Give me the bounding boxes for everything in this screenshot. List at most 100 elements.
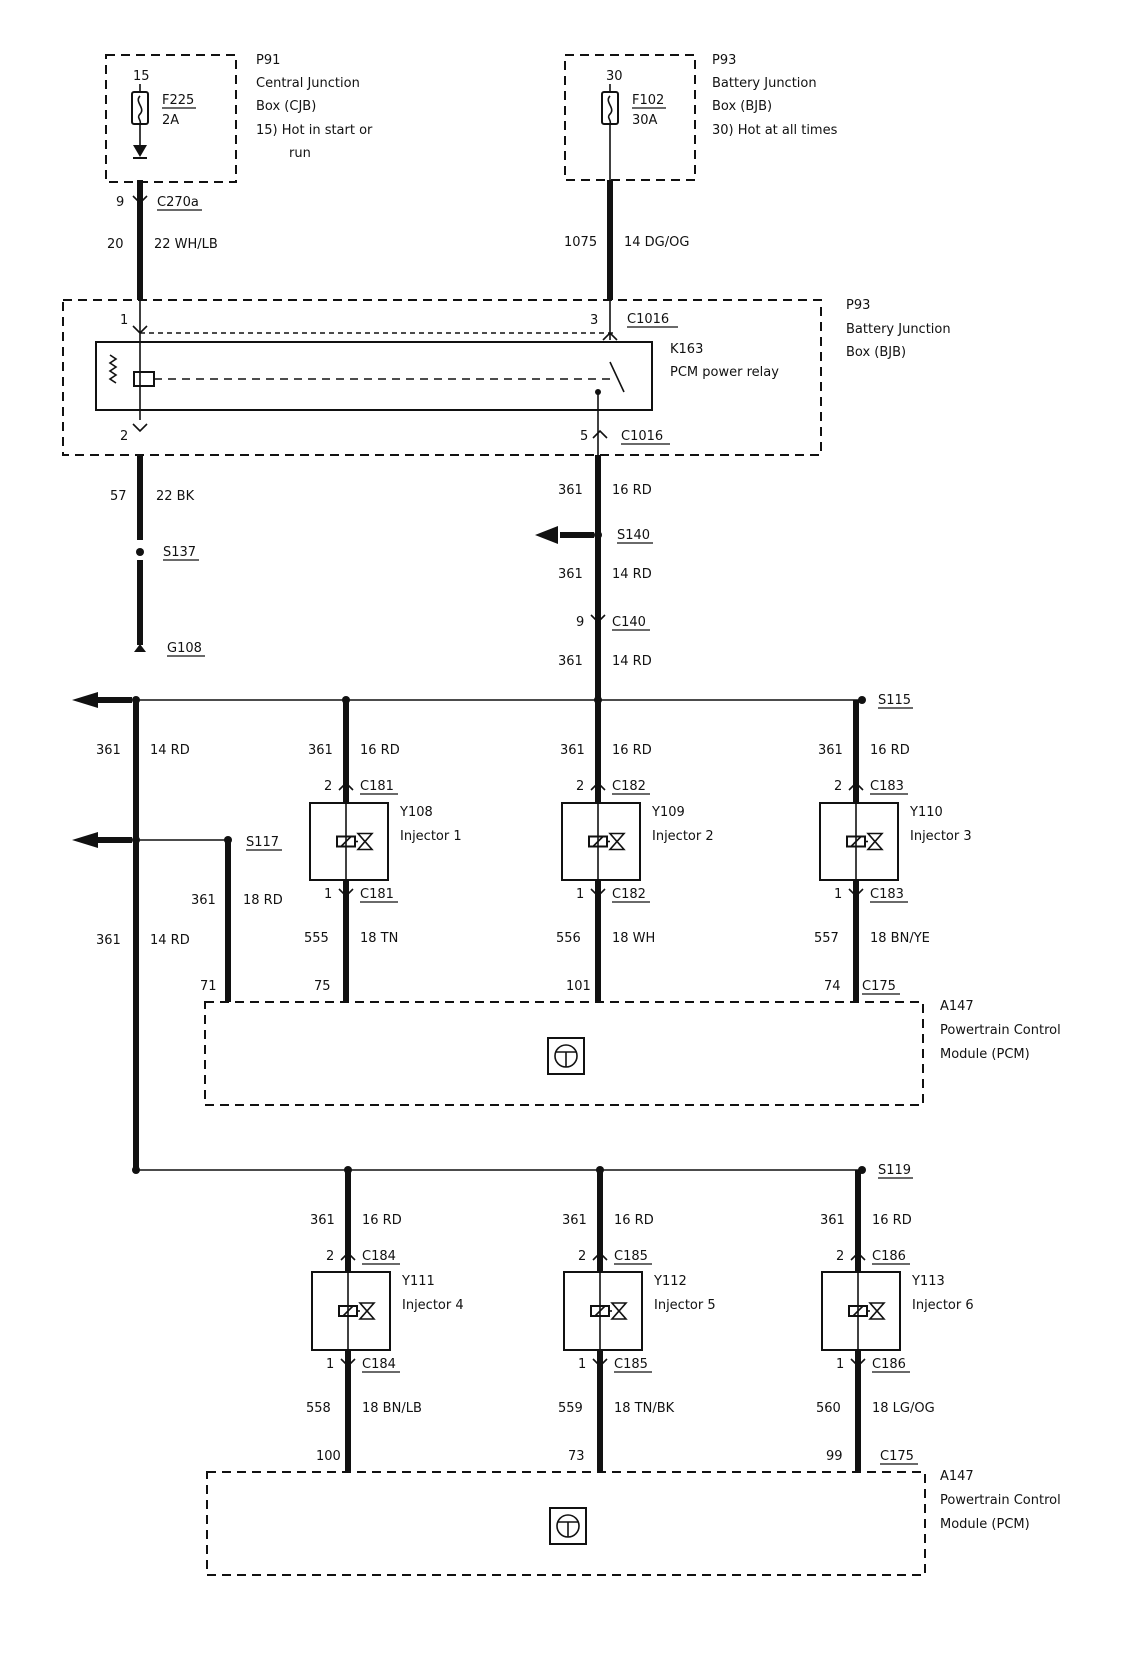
left-trunk-circuit: 361: [96, 743, 121, 758]
injector-connector-bottom: C183: [870, 887, 904, 902]
injector-feed-circuit: 361: [308, 743, 333, 758]
ground-splice: S137: [163, 545, 196, 560]
injector-out-spec: 18 TN: [360, 931, 398, 946]
injector-out-circuit: 555: [304, 931, 329, 946]
injector-id: Y110: [909, 805, 943, 820]
injector-connector-top: C181: [360, 779, 394, 794]
cjb-fuse-rating: 2A: [162, 113, 179, 128]
injector-feed-spec: 16 RD: [614, 1213, 654, 1228]
injector-bottom-pin: 1: [578, 1357, 586, 1372]
injector-out-spec: 18 BN/LB: [362, 1401, 422, 1416]
injector-feed-spec: 16 RD: [872, 1213, 912, 1228]
feed-circuit-1: 361: [558, 483, 583, 498]
valve-icon: [358, 1302, 376, 1313]
bjb-fuse-box: 30 F102 30A P93 Battery Junction Box (BJ…: [564, 53, 838, 181]
c270a-pin: 9: [116, 195, 124, 210]
bjb-name-line2: Box (BJB): [712, 99, 772, 114]
ground-id: G108: [167, 641, 202, 656]
s117-pcm-pin: 71: [200, 979, 217, 994]
connector-icon: [592, 1251, 608, 1261]
relay-pin-bottom-right: 5: [580, 429, 588, 444]
injector-out-spec: 18 TN/BK: [614, 1401, 675, 1416]
relay-box-name-line1: Battery Junction: [846, 322, 951, 337]
bjb-pin: 30: [606, 69, 623, 84]
injector-feed-spec: 16 RD: [362, 1213, 402, 1228]
injector-name: Injector 4: [402, 1298, 464, 1313]
relay-switch-contact: [609, 361, 625, 393]
feed-spec-1: 16 RD: [612, 483, 652, 498]
bank2-pcm-name-line1: Powertrain Control: [940, 1493, 1061, 1508]
injector-name: Injector 2: [652, 829, 714, 844]
injector-connector-bottom: C185: [614, 1357, 648, 1372]
feed-spec-3: 14 RD: [612, 654, 652, 669]
injector-feed-circuit: 361: [820, 1213, 845, 1228]
injector-id: Y109: [651, 805, 685, 820]
cjb-fuse-id: F225: [162, 93, 194, 108]
splice-dot: [858, 696, 866, 704]
injector-name: Injector 1: [400, 829, 462, 844]
bjb-note: 30) Hot at all times: [712, 123, 838, 138]
injector-pcm-pin: 100: [316, 1449, 341, 1464]
injector-connector-bottom: C186: [872, 1357, 906, 1372]
cjb-note-line1: 15) Hot in start or: [256, 123, 373, 138]
injector-pcm-pin: 74: [824, 979, 841, 994]
injector-name: Injector 5: [654, 1298, 716, 1313]
injector-connector-top: C185: [614, 1249, 648, 1264]
injector-feed-spec: 16 RD: [870, 743, 910, 758]
injector-id: Y111: [401, 1274, 435, 1289]
injector-out-circuit: 557: [814, 931, 839, 946]
injector-box: [819, 802, 899, 881]
bjb-dashed-outline: [564, 54, 696, 181]
splice-dot: [136, 548, 144, 556]
injector-bottom-pin: 1: [324, 887, 332, 902]
feed-connector: C140: [612, 615, 646, 630]
relay-box-id: P93: [846, 298, 870, 313]
bank1-splice: S115: [878, 693, 911, 708]
relay-box-dashed-outline: [62, 299, 822, 456]
injector-box: [561, 802, 641, 881]
left-top-circuit: 20: [107, 237, 124, 252]
left-trunk2-circuit: 361: [96, 933, 121, 948]
arrow-left-icon: [72, 692, 98, 708]
injector-bottom-pin: 1: [326, 1357, 334, 1372]
injector-out-circuit: 556: [556, 931, 581, 946]
valve-icon: [356, 832, 374, 843]
pcm-dashed-outline: [206, 1471, 926, 1576]
injector-pcm-pin: 73: [568, 1449, 585, 1464]
feed-circuit-2: 361: [558, 567, 583, 582]
bank2-pcm-name-line2: Module (PCM): [940, 1517, 1030, 1532]
cjb-fuse-box: 15 F225 2A P91 Central Junction Box (CJB…: [105, 53, 373, 183]
valve-icon: [610, 1302, 628, 1313]
bank2-splice: S119: [878, 1163, 911, 1178]
bank2-pcm-connector: C175: [880, 1449, 914, 1464]
injector-id: Y113: [911, 1274, 945, 1289]
connector-icon: [590, 781, 606, 791]
injector-box: [311, 1271, 391, 1351]
injector-out-circuit: 559: [558, 1401, 583, 1416]
bank1-pcm-connector: C175: [862, 979, 896, 994]
valve-icon: [358, 1309, 376, 1320]
cjb-id: P91: [256, 53, 280, 68]
connector-icon: [590, 614, 606, 624]
connector-icon: [850, 1251, 866, 1261]
injector-box: [309, 802, 389, 881]
right-top-spec: 14 DG/OG: [624, 235, 689, 250]
bjb-id: P93: [712, 53, 736, 68]
pcm-module-icon: [547, 1037, 585, 1075]
cjb-name-line2: Box (CJB): [256, 99, 316, 114]
diode-icon: [133, 145, 147, 157]
bank2-pcm-id: A147: [940, 1469, 974, 1484]
injector-bottom-pin: 1: [836, 1357, 844, 1372]
injector-out-spec: 18 WH: [612, 931, 655, 946]
pcm-module-icon: [549, 1507, 587, 1545]
injector-feed-circuit: 361: [310, 1213, 335, 1228]
injector-connector-bottom: C182: [612, 887, 646, 902]
left-top-spec: 22 WH/LB: [154, 237, 218, 252]
injector-feed-circuit: 361: [562, 1213, 587, 1228]
